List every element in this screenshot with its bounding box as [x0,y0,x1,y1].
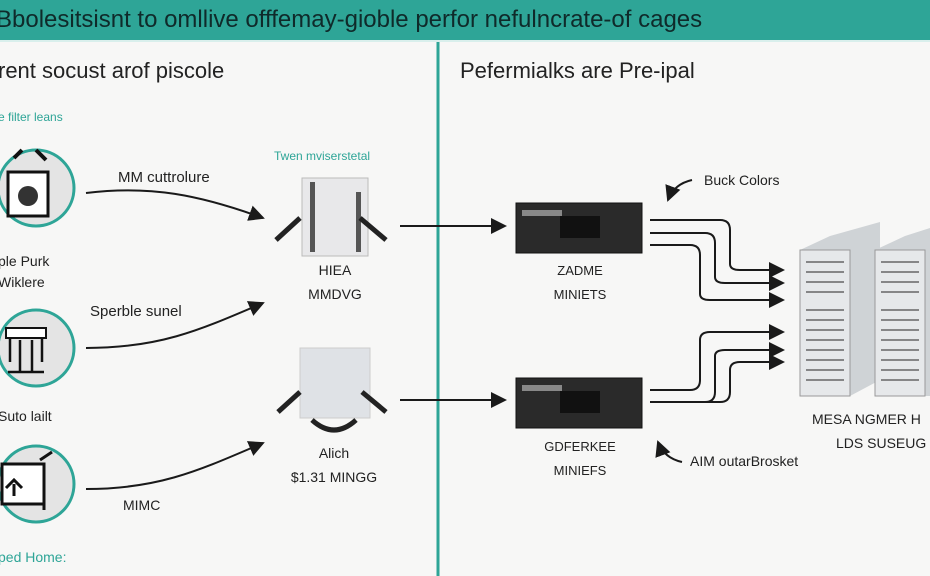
rack-label: MINIETS [554,287,607,302]
left-subheading: e filter leans [0,110,63,124]
rack-label: GDFERKEE [544,439,616,454]
arrow-label: MIMC [123,497,160,513]
server-label: MESA NGMER H [812,411,921,427]
callout-arrow [665,179,693,202]
right-heading: Pefermialks are Pre-ipal [460,58,695,83]
device-label: $1.31 MINGG [291,469,377,485]
device-label: HIEA [319,262,352,278]
source-label: Wiklere [0,274,45,290]
source-label: Suto lailt [0,408,52,424]
arrow-label: MM cuttrolure [118,169,210,186]
rack-switch-icon [515,202,643,254]
title-bar: Bbolesitsisnt to omllive offfemay-gioble… [0,0,930,42]
callout-label: AIM outarBrosket [690,453,798,469]
rack-label: MINIEFS [554,463,607,478]
home-icon [0,444,76,524]
callout-arrow [655,440,683,463]
server-label: LDS SUSEUG [836,435,926,451]
flow-arrow [85,301,265,349]
source-label: ped Home: [0,549,66,565]
device-icon [274,177,388,257]
server-tower-icon [874,228,930,397]
device-label: MMDVG [308,286,362,302]
page-title: Bbolesitsisnt to omllive offfemay-gioble… [0,6,703,33]
source-label: ple Purk [0,253,50,269]
rack-switch-icon [515,377,643,429]
device-icon [276,347,388,433]
rack-label: ZADME [557,263,603,278]
callout-label: Buck Colors [704,172,779,188]
flow-arrow [85,189,265,221]
flow-arrow [85,441,265,490]
device-label: Alich [319,445,349,461]
cable-bundle [650,219,785,403]
arrow-label: Sperble sunel [90,303,182,320]
group-label: Twen mviserstetal [274,149,370,163]
building-icon [0,148,76,228]
machine-icon [0,308,76,388]
server-tower-icon [799,222,880,397]
left-heading: rent socust arof piscole [0,58,224,83]
